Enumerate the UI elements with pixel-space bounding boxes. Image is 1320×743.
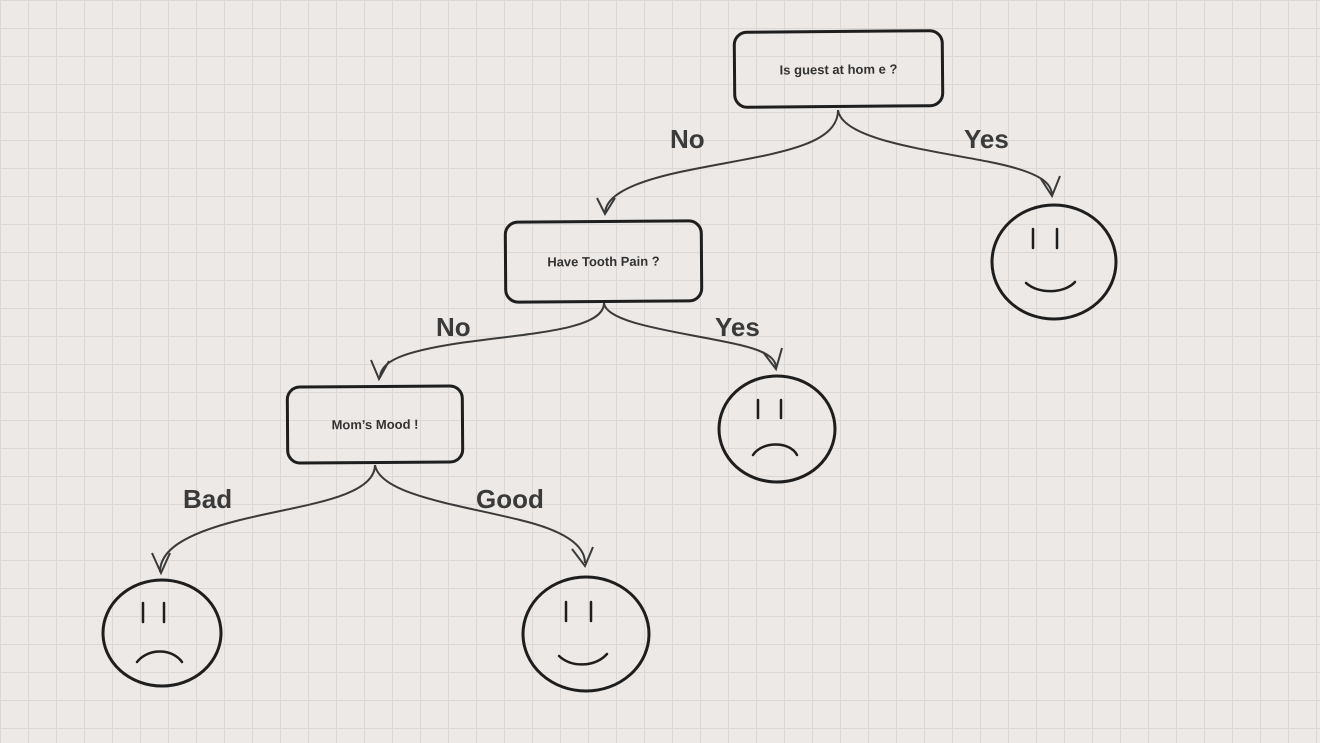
edge-label-no: No [436,312,471,342]
arrowhead-tooth-yes [762,347,783,372]
edge-label-good: Good [476,484,544,514]
edge-label-no: No [670,124,705,154]
arrowhead-mood-good [571,546,594,568]
connector-mood-bad [159,464,376,573]
node-moms-mood: Mom’s Mood ! [285,384,465,465]
arrowhead-tooth-no [370,359,390,382]
happy-face-icon [521,575,651,693]
edge-label-yes: Yes [715,312,760,342]
happy-face-icon [990,203,1118,321]
connector-root-no [604,109,839,215]
connector-root-yes [837,109,1053,197]
sad-face-icon [101,578,223,688]
node-label: Is guest at hom e ? [779,60,898,78]
arrowhead-mood-bad [151,552,171,576]
edge-label-yes: Yes [964,124,1009,154]
node-is-guest-at-home: Is guest at hom e ? [732,29,945,109]
node-have-tooth-pain: Have Tooth Pain ? [503,219,704,304]
edge-label-bad: Bad [183,484,233,514]
node-label: Mom’s Mood ! [331,416,419,433]
node-label: Have Tooth Pain ? [547,253,660,270]
sad-face-icon [717,374,837,484]
connector-mood-good [374,464,586,564]
connector-tooth-no [379,302,605,379]
arrowhead-root-no [596,197,616,217]
connector-tooth-yes [603,302,777,369]
arrowhead-root-yes [1040,175,1061,199]
